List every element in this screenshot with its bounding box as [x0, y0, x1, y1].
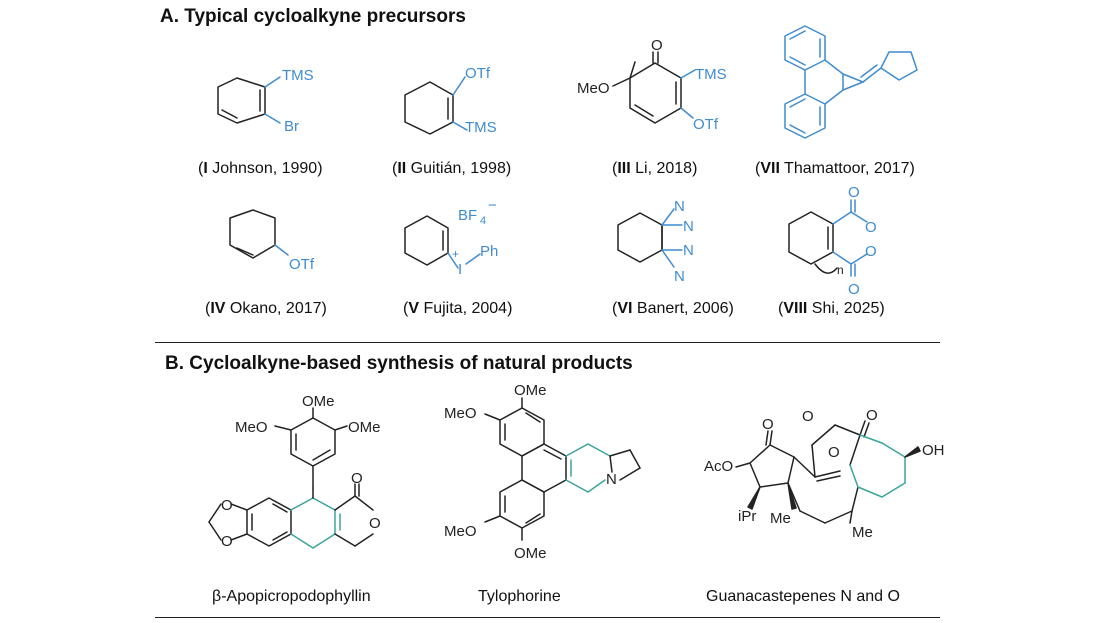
label-n: N [674, 268, 685, 285]
label-iodine: I [458, 261, 462, 278]
structure-V: BF 4 − + I Ph [404, 197, 498, 278]
caption-VIII: (VIII Shi, 2025) [778, 300, 885, 317]
label-o: O [848, 281, 860, 298]
label-ome: OMe [514, 382, 547, 399]
section-divider [155, 342, 940, 343]
label-n: N [606, 471, 617, 488]
label-o: O [369, 515, 381, 532]
label-ome: OMe [514, 545, 547, 562]
label-o: O [221, 533, 233, 550]
label-o: O [351, 470, 363, 487]
label-ph: Ph [480, 243, 498, 260]
label-me: Me [852, 524, 873, 541]
structure-II: OTf TMS [404, 65, 497, 136]
structure-III: O MeO TMS OTf [577, 37, 727, 133]
caption-I: (I Johnson, 1990) [198, 160, 323, 177]
label-plus: + [452, 247, 459, 261]
label-bf: BF [458, 207, 477, 224]
label-subscript: 4 [480, 215, 486, 227]
label-o: O [865, 243, 877, 260]
structure-I: TMS Br [217, 67, 314, 135]
structure-VI: N N N N [617, 198, 694, 285]
caption-IV: (IV Okano, 2017) [205, 300, 327, 317]
label-oh: OH [922, 442, 945, 459]
label-ipr: iPr [738, 508, 756, 525]
label-o: O [802, 408, 814, 425]
caption-apopicropodophyllin: β-Apopicropodophyllin [212, 588, 371, 605]
caption-III: (III Li, 2018) [612, 160, 698, 177]
label-n: N [683, 242, 694, 259]
structure-guanacastepene: O O O O OH AcO iPr Me Me [704, 407, 945, 541]
label-o: O [762, 416, 774, 433]
caption-VI: (VI Banert, 2006) [612, 300, 734, 317]
structure-tylophorine: OMe MeO MeO OMe N [444, 382, 641, 562]
label-tms: TMS [695, 66, 727, 83]
structure-apopicropodophyllin: OMe MeO OMe O O O O [208, 393, 381, 550]
label-o: O [651, 37, 663, 54]
label-otf: OTf [693, 116, 719, 133]
label-o: O [221, 497, 233, 514]
label-meo: MeO [444, 523, 477, 540]
label-meo: MeO [235, 419, 268, 436]
label-o: O [865, 219, 877, 236]
label-n: N [674, 198, 685, 215]
caption-guanacastepenes: Guanacastepenes N and O [706, 588, 900, 605]
label-ome: OMe [348, 419, 381, 436]
caption-tylophorine: Tylophorine [478, 588, 561, 605]
label-n: N [683, 218, 694, 235]
section-b-title: B. Cycloalkyne-based synthesis of natura… [165, 353, 633, 374]
bottom-rule [155, 617, 940, 618]
structure-VIII: O O O O n [788, 184, 877, 298]
label-n-sub: n [837, 263, 844, 277]
section-a-title: A. Typical cycloalkyne precursors [160, 6, 466, 27]
label-o: O [828, 444, 840, 461]
label-me: Me [770, 510, 791, 527]
label-meo: MeO [444, 405, 477, 422]
label-tms: TMS [282, 67, 314, 84]
structure-VII [784, 25, 918, 139]
caption-VII: (VII Thamattoor, 2017) [755, 160, 915, 177]
caption-II: (II Guitián, 1998) [392, 160, 512, 177]
label-minus: − [488, 197, 497, 214]
label-o: O [866, 407, 878, 424]
label-o: O [848, 184, 860, 201]
label-otf: OTf [289, 256, 315, 273]
label-otf: OTf [465, 65, 491, 82]
label-br: Br [284, 118, 299, 135]
label-ome: OMe [302, 393, 335, 410]
structure-IV: OTf [229, 209, 315, 273]
label-aco: AcO [704, 458, 733, 475]
caption-V: (V Fujita, 2004) [403, 300, 513, 317]
label-tms: TMS [465, 119, 497, 136]
label-meo: MeO [577, 80, 610, 97]
